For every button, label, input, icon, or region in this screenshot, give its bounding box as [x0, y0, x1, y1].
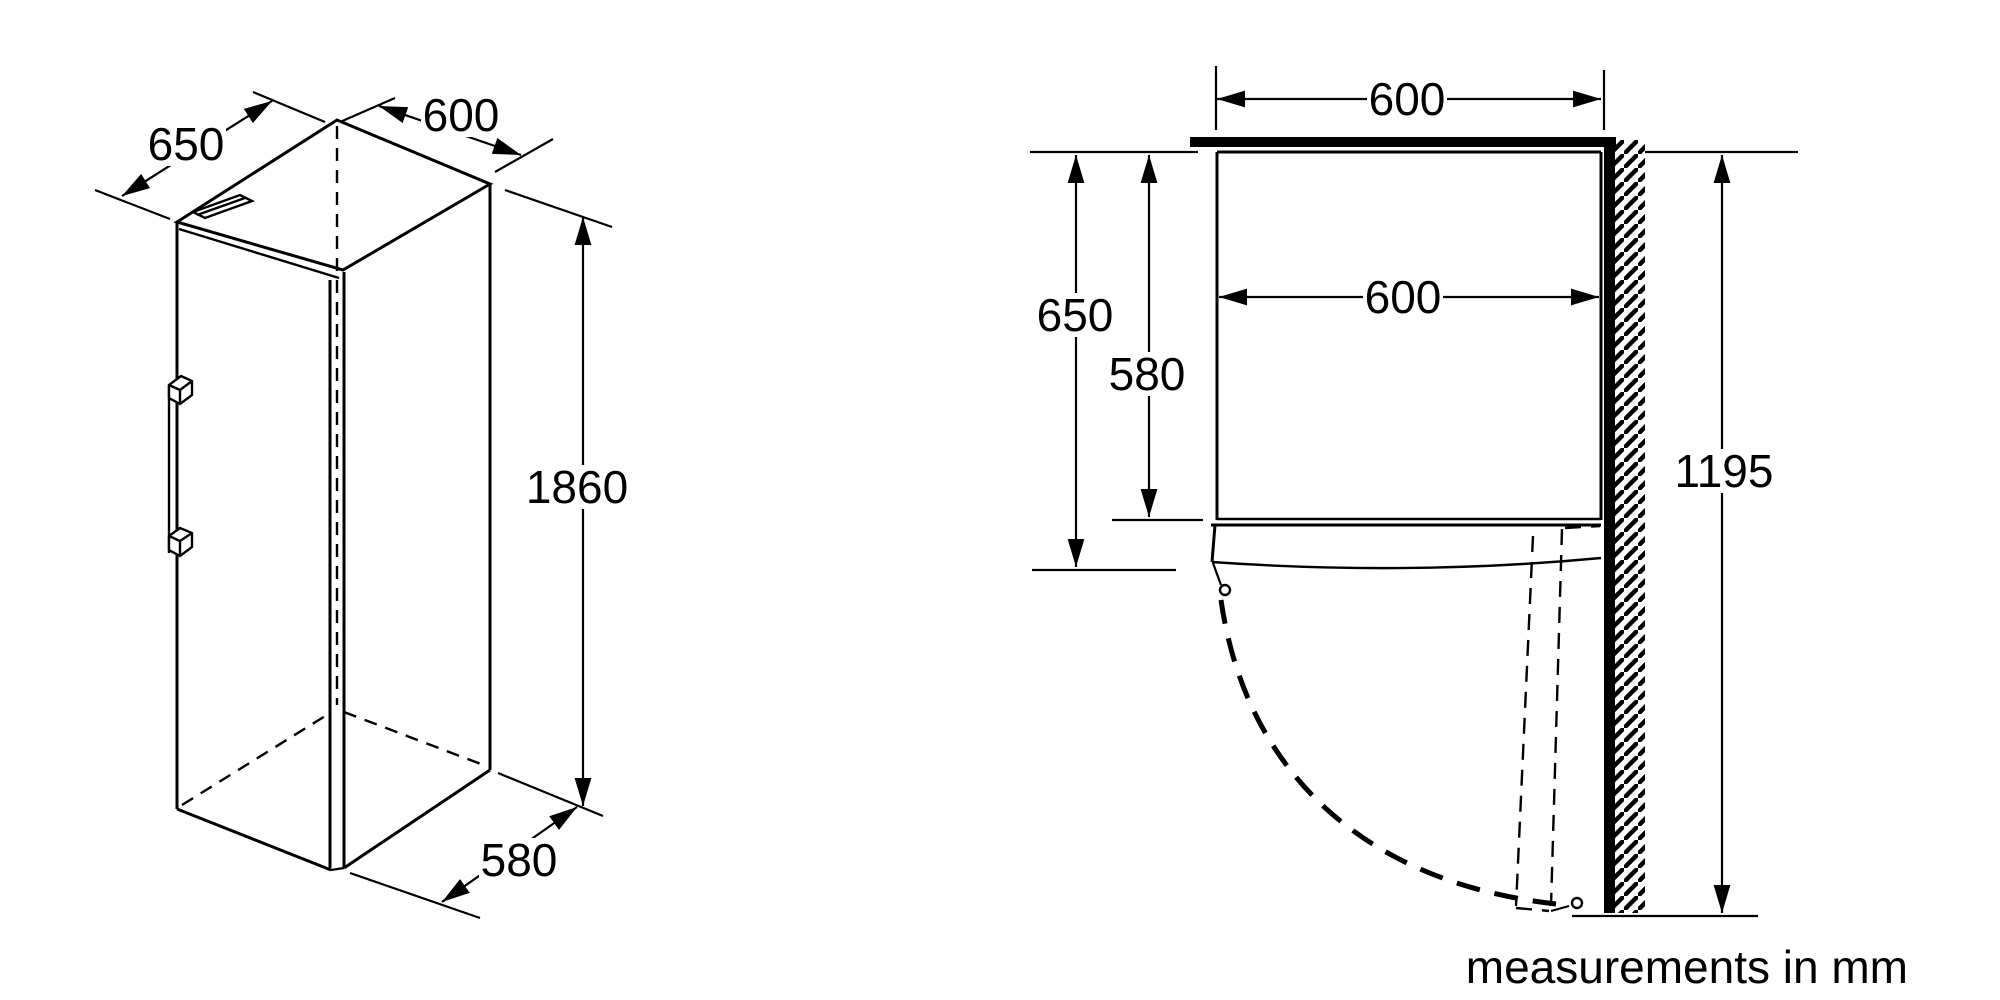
extension-line [504, 188, 613, 229]
dim-iso-height-label: 1860 [526, 461, 628, 513]
extension-line [494, 138, 554, 173]
dim-iso-depth-label: 650 [148, 118, 225, 170]
side-wall-bar [1604, 137, 1615, 913]
top-view: 600 600 650 580 1 [1030, 66, 1798, 918]
wall-hatch [1615, 140, 1645, 913]
dim-plan-body-depth-label: 580 [1109, 348, 1186, 400]
dim-plan-total-depth: 650 [1032, 155, 1176, 572]
handle-point-closed [1218, 583, 1232, 597]
dim-plan-niche-width: 600 [1214, 66, 1606, 130]
hidden-bottom-left-edge [181, 711, 331, 807]
cabinet-outline [173, 118, 494, 872]
handle-link-closed [1211, 562, 1223, 586]
isometric-view: 650 600 1860 580 [94, 89, 639, 920]
door-swing [1211, 524, 1601, 913]
handle-top-cap-line [196, 196, 246, 217]
cabinet-bottom-corner [330, 866, 345, 872]
label-box [1662, 449, 1786, 493]
extension-line [349, 871, 481, 920]
extension-line [497, 771, 604, 818]
dim-plan-door-clearance: 1195 [1572, 150, 1798, 918]
label-box [1367, 77, 1447, 121]
dim-plan-niche-width-label: 600 [1369, 73, 1446, 125]
label-box [479, 838, 559, 882]
dim-plan-cabinet-width: 600 [1219, 271, 1599, 323]
dim-iso-width-label: 600 [423, 89, 500, 141]
dim-plan-body-depth: 580 [1107, 155, 1203, 522]
door-swing-arc [1218, 599, 1557, 907]
dim-plan-door-clearance-label: 1195 [1675, 445, 1774, 497]
label-box [515, 465, 639, 509]
rear-worktop-bar [1190, 137, 1616, 147]
cabinet-bottom-side-edge [343, 768, 491, 870]
extension-line [252, 90, 326, 124]
dim-iso-base-depth-label: 580 [481, 834, 558, 886]
dim-iso-base-depth: 580 [349, 806, 578, 920]
door-open-outline-back [1549, 528, 1564, 907]
door-open-bottom-stub [1515, 906, 1550, 913]
door-front-curve [1211, 556, 1602, 570]
dim-plan-total-depth-label: 650 [1037, 289, 1114, 341]
handle-mount-bottom-detail [168, 532, 193, 556]
dim-iso-depth: 650 [94, 90, 326, 221]
door-open-outline-front [1514, 535, 1535, 907]
door-handle [167, 193, 256, 558]
cabinet-plan-outline [1210, 150, 1603, 570]
cabinet-bottom-front-edge [176, 807, 332, 872]
label-box [421, 93, 501, 137]
label-box [1035, 293, 1115, 337]
label-box [146, 122, 226, 166]
door-open-top-stub [1564, 524, 1601, 530]
label-box [1363, 275, 1443, 319]
handle-mount-top-detail [168, 380, 193, 404]
extension-line [339, 96, 396, 124]
units-caption: measurements in mm [1466, 941, 1908, 993]
dim-iso-width: 600 [339, 89, 554, 173]
door-left-end [1210, 524, 1217, 563]
dim-iso-height: 1860 [497, 188, 639, 818]
door-top-edge [178, 227, 340, 280]
label-box [1107, 352, 1187, 396]
handle-link-open [1550, 904, 1570, 913]
handle-point-open [1570, 896, 1584, 910]
dim-plan-cabinet-width-label: 600 [1365, 271, 1442, 323]
hidden-bottom-right-edge [343, 710, 487, 768]
extension-line [94, 188, 171, 221]
